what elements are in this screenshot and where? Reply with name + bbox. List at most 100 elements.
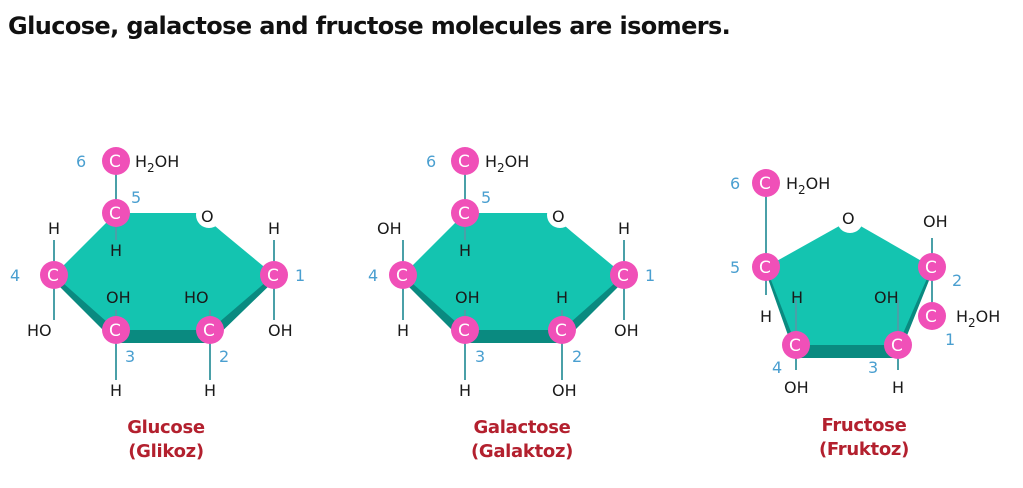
- num-6: 6: [730, 174, 740, 193]
- svg-text:C: C: [458, 152, 470, 172]
- svg-text:C: C: [789, 336, 801, 356]
- c3-down: H: [892, 378, 904, 397]
- carbon-6: C: [752, 169, 780, 197]
- carbon-3: C: [451, 316, 479, 344]
- c6-group: H2OH: [135, 152, 179, 175]
- c3-up: OH: [874, 288, 899, 307]
- svg-text:C: C: [109, 321, 121, 341]
- glucose-name: Glucose: [127, 417, 205, 438]
- glucose-ring: [54, 213, 274, 330]
- fructose-molecule: O C C C C C C 6 5 2 1 4 3 H2OH H2OH H OH…: [730, 169, 1000, 397]
- num-1: 1: [945, 330, 955, 349]
- ring-oxygen-label: O: [842, 209, 855, 228]
- galactose-caption: Galactose (Galaktoz): [442, 416, 602, 464]
- carbon-6: C: [102, 147, 130, 175]
- c2-up: H: [556, 288, 568, 307]
- c1-up: H: [268, 219, 280, 238]
- num-3: 3: [868, 358, 878, 377]
- svg-text:C: C: [109, 152, 121, 172]
- ring-oxygen-label: O: [201, 207, 214, 226]
- num-6: 6: [426, 152, 436, 171]
- svg-text:C: C: [617, 266, 629, 286]
- num-4: 4: [772, 358, 782, 377]
- c6-group: H2OH: [485, 152, 529, 175]
- carbon-2: C: [918, 253, 946, 281]
- num-3: 3: [125, 347, 135, 366]
- carbon-1: C: [260, 261, 288, 289]
- carbon-5: C: [451, 199, 479, 227]
- num-6: 6: [76, 152, 86, 171]
- glucose-caption: Glucose (Glikoz): [86, 416, 246, 464]
- svg-text:C: C: [925, 307, 937, 327]
- c4-up: OH: [377, 219, 402, 238]
- carbon-4: C: [389, 261, 417, 289]
- c1-up: H: [618, 219, 630, 238]
- fructose-ring: [766, 220, 932, 345]
- fructose-name: Fructose: [821, 415, 907, 436]
- carbon-2: C: [196, 316, 224, 344]
- svg-text:C: C: [759, 258, 771, 278]
- glucose-molecule: O C C C C C C 6 5 4 3 2 1 H2OH H H HO OH…: [10, 147, 305, 400]
- c4-down: H: [397, 321, 409, 340]
- c3-down: H: [459, 381, 471, 400]
- glucose-local-name: (Glikoz): [128, 441, 204, 462]
- num-5: 5: [481, 188, 491, 207]
- svg-text:C: C: [109, 204, 121, 224]
- fructose-caption: Fructose (Fruktoz): [784, 414, 944, 462]
- num-2: 2: [952, 271, 962, 290]
- svg-text:C: C: [396, 266, 408, 286]
- svg-text:C: C: [555, 321, 567, 341]
- carbon-3: C: [884, 331, 912, 359]
- svg-text:C: C: [267, 266, 279, 286]
- c2-down: OH: [552, 381, 577, 400]
- c5-down: H: [110, 241, 122, 260]
- carbon-5: C: [102, 199, 130, 227]
- c6-group: H2OH: [786, 174, 830, 197]
- num-4: 4: [10, 266, 20, 285]
- c1-down: OH: [614, 321, 639, 340]
- c5-down: H: [760, 307, 772, 326]
- c4-up: H: [791, 288, 803, 307]
- carbon-4: C: [40, 261, 68, 289]
- num-2: 2: [219, 347, 229, 366]
- c2-up: HO: [184, 288, 209, 307]
- carbon-6: C: [451, 147, 479, 175]
- c3-up: OH: [455, 288, 480, 307]
- galactose-molecule: O C C C C C C 6 5 4 3 2 1 H2OH H OH H OH…: [368, 147, 655, 400]
- c3-up: OH: [106, 288, 131, 307]
- carbon-3: C: [102, 316, 130, 344]
- carbon-1: C: [610, 261, 638, 289]
- galactose-ring: [403, 213, 624, 330]
- svg-text:C: C: [458, 321, 470, 341]
- ring-oxygen-label: O: [552, 207, 565, 226]
- c2-up: OH: [923, 212, 948, 231]
- galactose-local-name: (Galaktoz): [470, 441, 574, 462]
- carbon-2: C: [548, 316, 576, 344]
- galactose-name: Galactose: [473, 417, 571, 438]
- num-2: 2: [572, 347, 582, 366]
- c5-down: H: [459, 241, 471, 260]
- svg-text:C: C: [925, 258, 937, 278]
- num-5: 5: [131, 188, 141, 207]
- page-title: Glucose, galactose and fructose molecule…: [8, 12, 731, 40]
- c4-up: H: [48, 219, 60, 238]
- carbon-4: C: [782, 331, 810, 359]
- num-3: 3: [475, 347, 485, 366]
- num-1: 1: [645, 266, 655, 285]
- svg-text:C: C: [458, 204, 470, 224]
- c2-down-h: H: [204, 381, 216, 400]
- svg-text:C: C: [759, 174, 771, 194]
- c1-down: OH: [268, 321, 293, 340]
- c4-down: HO: [27, 321, 52, 340]
- fructose-local-name: (Fruktoz): [818, 439, 909, 460]
- num-1: 1: [295, 266, 305, 285]
- carbon-1: C: [918, 302, 946, 330]
- c4-down: OH: [784, 378, 809, 397]
- c3-down: H: [110, 381, 122, 400]
- num-4: 4: [368, 266, 378, 285]
- svg-text:C: C: [47, 266, 59, 286]
- num-5: 5: [730, 258, 740, 277]
- svg-text:C: C: [891, 336, 903, 356]
- c1-group: H2OH: [956, 307, 1000, 330]
